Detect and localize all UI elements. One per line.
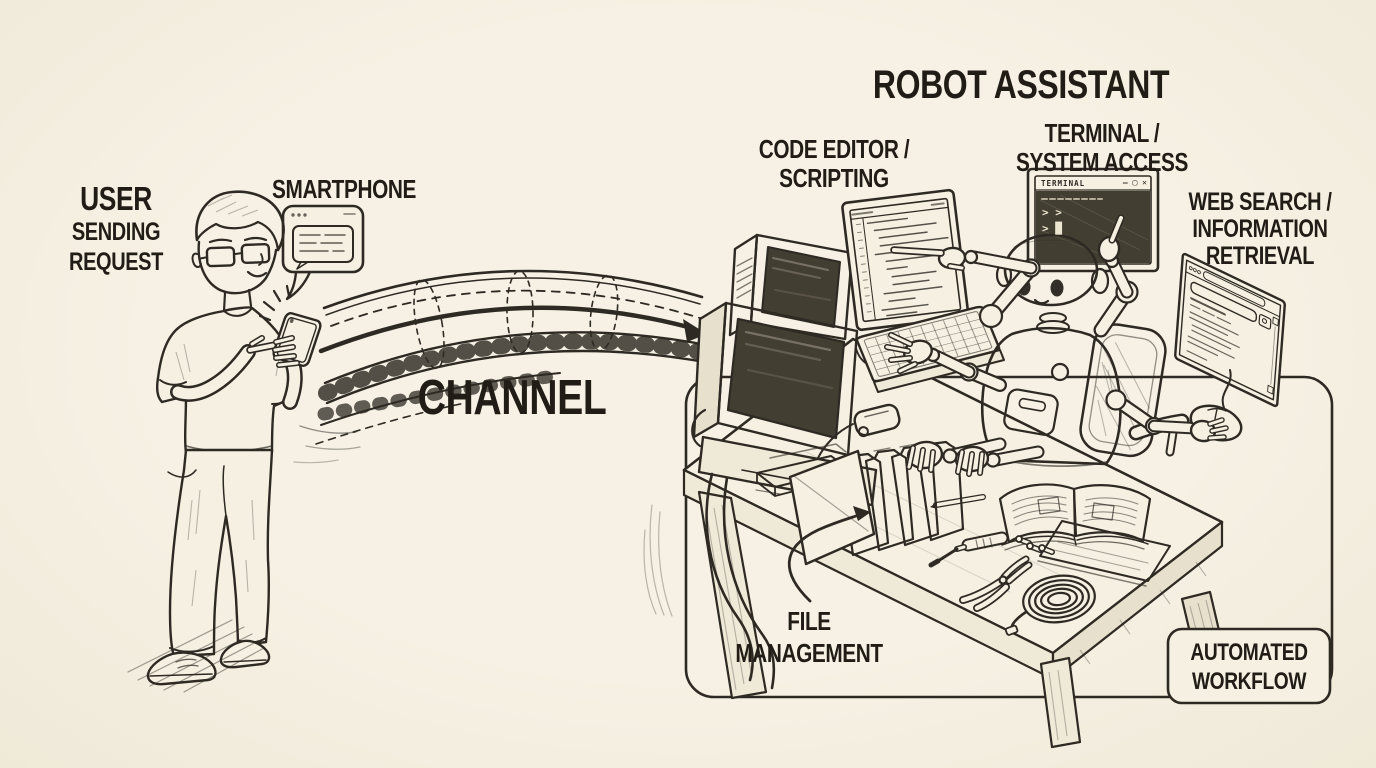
crt-upper xyxy=(749,233,854,341)
label-web-search-line2: INFORMATION xyxy=(1192,215,1328,243)
label-user-line3: REQUEST xyxy=(69,248,163,276)
label-file-management: FILE MANAGEMENT xyxy=(735,606,883,668)
code-lines xyxy=(866,217,949,317)
smartphone xyxy=(258,284,322,367)
glasses xyxy=(199,243,271,268)
hair xyxy=(195,220,280,252)
key-fob xyxy=(853,403,901,438)
label-automated-workflow: AUTOMATED WORKFLOW xyxy=(1190,639,1308,695)
label-web-search-line1: WEB SEARCH / xyxy=(1188,188,1332,216)
robot-arm-code-pointer xyxy=(890,246,1041,329)
file-folders xyxy=(788,440,965,566)
desk-leg xyxy=(697,490,768,700)
label-user: USER SENDING REQUEST xyxy=(69,182,163,275)
file-management-arrow xyxy=(787,506,871,603)
terminal-window-controls: – ▢ ✕ xyxy=(1122,178,1147,187)
label-file-management-line1: FILE xyxy=(787,606,831,636)
ear xyxy=(191,252,202,268)
phone-camera-dot xyxy=(289,318,294,324)
label-channel: CHANNEL xyxy=(417,371,607,425)
search-button xyxy=(1259,314,1271,330)
scrollbar xyxy=(1271,327,1275,385)
label-file-management-line2: MANAGEMENT xyxy=(735,638,883,668)
desk-speed-lines xyxy=(643,504,673,617)
ground-shadow xyxy=(127,619,265,693)
terminal-prompt-line1: > > xyxy=(1042,206,1062,219)
robot-arm-folders-right xyxy=(954,445,1045,477)
shoe xyxy=(219,639,271,669)
cable xyxy=(705,472,754,682)
channel-hoop xyxy=(413,278,445,370)
label-robot-assistant: ROBOT ASSISTANT xyxy=(872,63,1170,107)
fob-cable xyxy=(817,423,854,459)
pliers xyxy=(959,555,1033,612)
label-terminal-line1: TERMINAL / xyxy=(1044,118,1160,148)
crt-computers xyxy=(691,233,878,690)
channel-posts xyxy=(317,370,555,421)
label-user-line1: USER xyxy=(80,180,152,217)
robot-smile xyxy=(1033,298,1050,305)
label-code-editor: CODE EDITOR / SCRIPTING xyxy=(758,134,910,193)
belly-panel xyxy=(1003,388,1059,436)
search-field xyxy=(1191,281,1257,323)
office-chair xyxy=(1079,323,1190,458)
tap-sparkles xyxy=(258,284,291,322)
label-terminal-line2: SYSTEM ACCESS xyxy=(1015,147,1189,177)
open-book xyxy=(998,483,1152,551)
robot-arm-terminal-pointer xyxy=(1093,214,1139,338)
terminal-title: TERMINAL xyxy=(1041,179,1086,188)
robot-arm-mouse xyxy=(1105,389,1229,443)
pointing-finger xyxy=(892,248,943,255)
label-smartphone: SMARTPHONE xyxy=(272,174,416,204)
channel-arrow-shaft xyxy=(318,305,691,354)
person-figure xyxy=(127,190,322,693)
crt-lower-screen xyxy=(726,317,846,440)
terminal-prompt-line2: > █ xyxy=(1042,222,1062,235)
magnifier-icon xyxy=(1262,318,1266,324)
cable xyxy=(722,476,776,690)
speech-bubble xyxy=(281,204,365,301)
channel-rungs xyxy=(318,333,719,401)
label-code-editor-line1: CODE EDITOR / xyxy=(758,134,910,164)
chest-button xyxy=(1050,362,1070,382)
robot-assistant-figure xyxy=(884,214,1243,477)
address-bar xyxy=(1203,271,1265,308)
browser-monitor xyxy=(1175,253,1285,407)
robot-head xyxy=(1003,233,1099,307)
face xyxy=(197,240,278,295)
label-user-line2: SENDING xyxy=(71,218,161,246)
line-numbers xyxy=(856,223,872,313)
robot-eye xyxy=(1050,279,1064,297)
message-lines xyxy=(299,234,346,252)
label-web-search: WEB SEARCH / INFORMATION RETRIEVAL xyxy=(1189,190,1332,269)
terminal-screen xyxy=(1036,191,1150,263)
robot-arm-keyboard xyxy=(884,332,1007,392)
cable-coil xyxy=(1004,574,1096,636)
smile xyxy=(246,270,268,278)
message-window xyxy=(292,225,354,263)
label-terminal: TERMINAL / SYSTEM ACCESS xyxy=(1016,120,1188,175)
label-automated-workflow-line2: WORKFLOW xyxy=(1191,668,1307,695)
bolts xyxy=(1015,535,1055,555)
front-folder xyxy=(788,449,876,566)
channel-bridge xyxy=(293,269,719,464)
terminal-monitor xyxy=(1026,167,1160,273)
mouse-cable xyxy=(1221,369,1232,409)
result-lines xyxy=(1186,303,1240,361)
label-code-editor-line2: SCRIPTING xyxy=(779,163,889,193)
pointing-finger xyxy=(1110,216,1123,242)
label-web-search-line3: RETRIEVAL xyxy=(1205,242,1315,270)
channel-hoop xyxy=(589,274,619,352)
desk-leg xyxy=(1039,656,1082,749)
automated-workflow-box xyxy=(1166,627,1332,705)
workspace-container xyxy=(684,375,1334,699)
screwdriver xyxy=(928,531,1009,568)
label-automated-workflow-line1: AUTOMATED xyxy=(1190,639,1308,666)
channel-hoop xyxy=(506,270,534,354)
